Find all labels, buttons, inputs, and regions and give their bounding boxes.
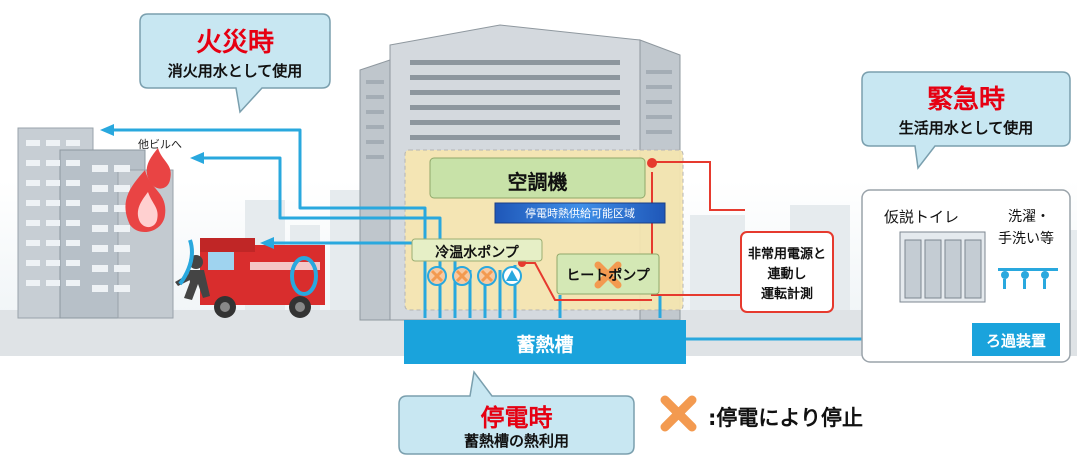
- to-other-building-label: 他ビルへ: [138, 138, 182, 151]
- air-conditioner-label: 空調機: [507, 170, 568, 194]
- faucet-icon: [998, 268, 1058, 289]
- storage-tank: [404, 320, 686, 364]
- fire-title: 火災時: [195, 28, 274, 58]
- supply-area-label: 停電時熱供給可能区域: [525, 207, 635, 220]
- heat-pump-stop-mark: [594, 261, 622, 289]
- emergency-title: 緊急時: [926, 85, 1005, 115]
- fire-truck-icon: [200, 238, 325, 318]
- interlock-line-2: 連動し: [767, 267, 807, 282]
- washing-line-2: 手洗い等: [998, 231, 1054, 247]
- interlock-line-1: 非常用電源と: [747, 247, 826, 262]
- temp-toilet-label: 仮説トイレ: [884, 208, 960, 226]
- outage-title: 停電時: [480, 404, 553, 432]
- pump-icons: [427, 266, 522, 286]
- fire-desc: 消火用水として使用: [167, 62, 303, 80]
- outage-desc: 蓄熱槽の熱利用: [463, 432, 569, 450]
- emergency-desc: 生活用水として使用: [898, 119, 1034, 137]
- fire-hose: [178, 239, 194, 286]
- washing-line-1: 洗濯・: [1008, 209, 1050, 225]
- chw-pump-label: 冷温水ポンプ: [435, 245, 519, 261]
- emergency-callout: [861, 71, 1071, 170]
- legend-stopped-label: :停電により停止: [708, 406, 863, 430]
- interlock-line-3: 運転計測: [760, 287, 813, 302]
- outage-callout: [398, 370, 635, 455]
- supply-area-label-bar: [494, 202, 666, 224]
- fire-flame-icon: [125, 148, 171, 233]
- chw-pump-box: [411, 238, 543, 262]
- interlock-box: [740, 231, 834, 313]
- heat-pump-label: ヒートポンプ: [566, 268, 650, 284]
- filter-box: [972, 323, 1060, 356]
- filter-label: ろ過装置: [985, 332, 1046, 350]
- legend-stop-icon: [660, 395, 697, 432]
- air-conditioner-box: [429, 157, 646, 199]
- fire-callout: [139, 13, 331, 114]
- left-buildings: [17, 127, 174, 319]
- storage-tank-label: 蓄熱槽: [516, 334, 574, 356]
- temp-toilet-icon: [899, 231, 986, 303]
